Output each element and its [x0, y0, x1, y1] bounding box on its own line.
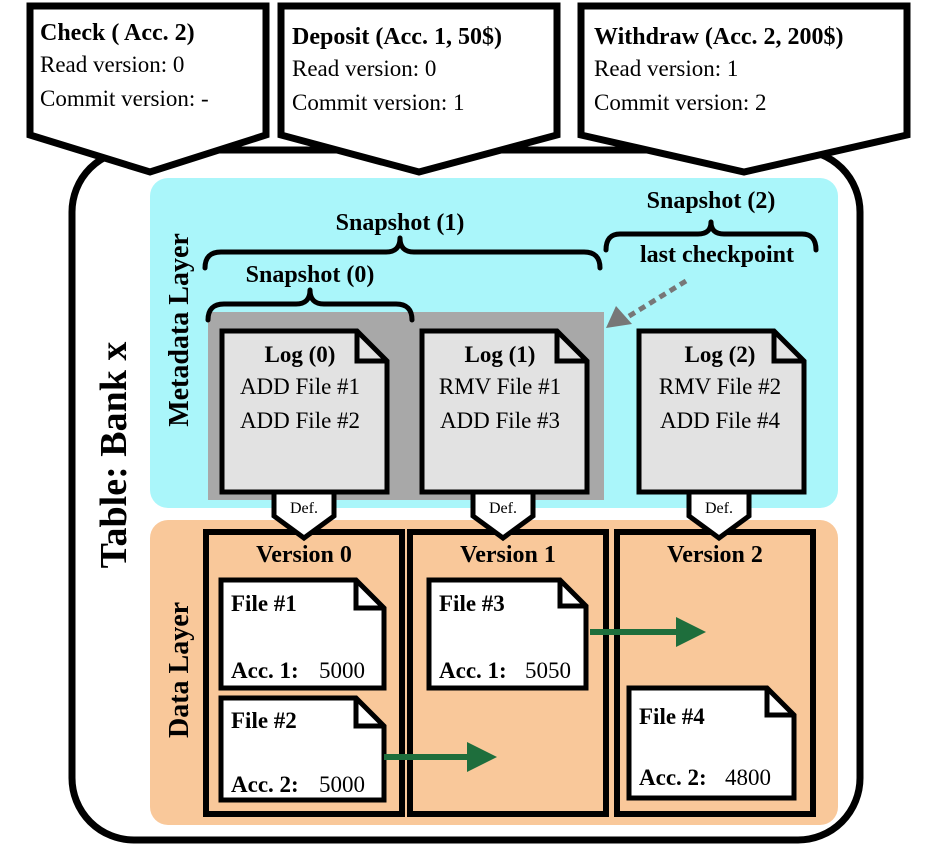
log-line: ADD File #1 — [240, 374, 360, 399]
data-layer-label: Data Layer — [164, 602, 195, 738]
file-account: Acc. 2: — [231, 772, 299, 797]
file-balance: 4800 — [725, 765, 771, 790]
carry-forward-arrow-file-3 — [590, 617, 706, 647]
log-title: Log (1) — [465, 342, 536, 367]
file-title: File #1 — [231, 591, 297, 616]
version-1-title: Version 1 — [460, 542, 556, 568]
def-label: Def. — [290, 500, 318, 517]
log-line: RMV File #1 — [439, 374, 561, 399]
version-0-title: Version 0 — [256, 542, 352, 568]
snapshot-0-label: Snapshot (0) — [246, 262, 375, 288]
commit-version: Commit version: 1 — [292, 90, 465, 115]
file-balance: 5000 — [319, 772, 365, 797]
checkpoint-arrowhead — [606, 306, 632, 328]
table-title: Table: Bank x — [93, 342, 135, 569]
file-4: File #4 Acc. 2: 4800 — [626, 685, 797, 801]
file-title: File #3 — [439, 591, 505, 616]
log-line: ADD File #2 — [240, 408, 360, 433]
file-title: File #2 — [231, 708, 297, 733]
def-connector-1: Def. — [470, 489, 536, 542]
def-label: Def. — [705, 500, 733, 517]
file-account: Acc. 1: — [231, 658, 299, 683]
log-title: Log (0) — [265, 342, 336, 367]
version-2-title: Version 2 — [667, 542, 763, 568]
snapshot-0-brace — [205, 287, 415, 323]
log-2: Log (2) RMV File #2 ADD File #4 — [636, 328, 807, 495]
metadata-layer-label: Metadata Layer — [164, 233, 195, 427]
transaction-withdraw: Withdraw (Acc. 2, 200$) Read version: 1 … — [577, 2, 911, 176]
carry-forward-arrow-file-2 — [384, 742, 497, 772]
transaction-title: Deposit (Acc. 1, 50$) — [292, 24, 502, 50]
snapshot-1-brace — [202, 235, 603, 271]
read-version: Read version: 1 — [594, 56, 738, 81]
log-line: ADD File #3 — [440, 408, 560, 433]
log-title: Log (2) — [685, 342, 756, 367]
transaction-check: Check ( Acc. 2) Read version: 0 Commit v… — [26, 2, 270, 176]
snapshot-1-label: Snapshot (1) — [336, 210, 465, 236]
file-balance: 5000 — [319, 658, 365, 683]
commit-version: Commit version: 2 — [594, 90, 767, 115]
def-connector-0: Def. — [271, 489, 337, 542]
log-1: Log (1) RMV File #1 ADD File #3 — [419, 328, 590, 495]
snapshot-2-brace — [603, 219, 819, 253]
last-checkpoint-label: last checkpoint — [640, 242, 794, 268]
snapshot-2-label: Snapshot (2) — [647, 188, 776, 214]
commit-version: Commit version: - — [40, 86, 209, 111]
file-3: File #3 Acc. 1: 5050 — [426, 577, 589, 691]
file-1: File #1 Acc. 1: 5000 — [218, 577, 387, 691]
read-version: Read version: 0 — [292, 56, 436, 81]
def-label: Def. — [489, 500, 517, 517]
file-balance: 5050 — [525, 658, 571, 683]
file-account: Acc. 1: — [439, 658, 507, 683]
def-connector-2: Def. — [686, 489, 752, 542]
log-line: RMV File #2 — [659, 374, 781, 399]
transaction-deposit: Deposit (Acc. 1, 50$) Read version: 0 Co… — [277, 2, 561, 176]
transaction-title: Withdraw (Acc. 2, 200$) — [594, 24, 844, 50]
transaction-title: Check ( Acc. 2) — [40, 20, 195, 46]
read-version: Read version: 0 — [40, 52, 184, 77]
file-account: Acc. 2: — [639, 765, 707, 790]
log-line: ADD File #4 — [660, 408, 781, 433]
log-0: Log (0) ADD File #1 ADD File #2 — [219, 328, 390, 495]
file-2: File #2 Acc. 2: 5000 — [218, 695, 387, 803]
file-title: File #4 — [639, 704, 705, 729]
